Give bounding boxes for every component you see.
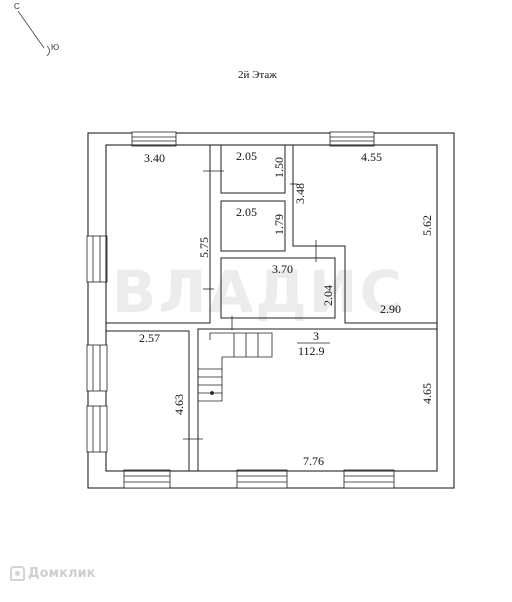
room-top-right-height: 5.62 [420, 215, 434, 236]
room-bottom-left-height: 4.63 [172, 394, 186, 415]
watermark: ВЛАДИС [112, 258, 404, 326]
staircase [198, 332, 273, 402]
room-small-lower-width: 2.05 [236, 205, 257, 219]
floor-title: 2й Этаж [238, 69, 277, 81]
doors [183, 170, 317, 440]
domclick-logo-icon [10, 566, 25, 581]
room-small-lower-height: 1.79 [272, 214, 286, 235]
compass-north-label: С [14, 2, 20, 11]
compass-icon [17, 10, 50, 57]
footer-logo: Домклик [10, 566, 95, 581]
room-top-right-width: 4.55 [361, 150, 382, 164]
room-hall-area: 112.9 [298, 344, 325, 358]
interior-walls [105, 144, 438, 472]
room-hall-number: 3 [313, 329, 319, 343]
room-corridor-height: 2.04 [321, 285, 335, 306]
compass-south-label: Ю [51, 43, 59, 52]
room-top-left-height: 5.75 [197, 237, 211, 258]
room-corridor-width: 3.70 [272, 262, 293, 276]
windows [86, 131, 395, 489]
footer-logo-text: Домклик [28, 566, 96, 581]
room-hall-width: 7.76 [303, 454, 324, 468]
room-small-upper-height: 1.50 [272, 157, 286, 178]
room-bottom-left-width: 2.57 [139, 331, 160, 345]
room-small-upper-width: 2.05 [236, 149, 257, 163]
room-right-step-width: 2.90 [380, 302, 401, 316]
room-top-right-side: 3.48 [293, 183, 307, 204]
room-hall-height: 4.65 [420, 383, 434, 404]
room-top-left-width: 3.40 [144, 151, 165, 165]
